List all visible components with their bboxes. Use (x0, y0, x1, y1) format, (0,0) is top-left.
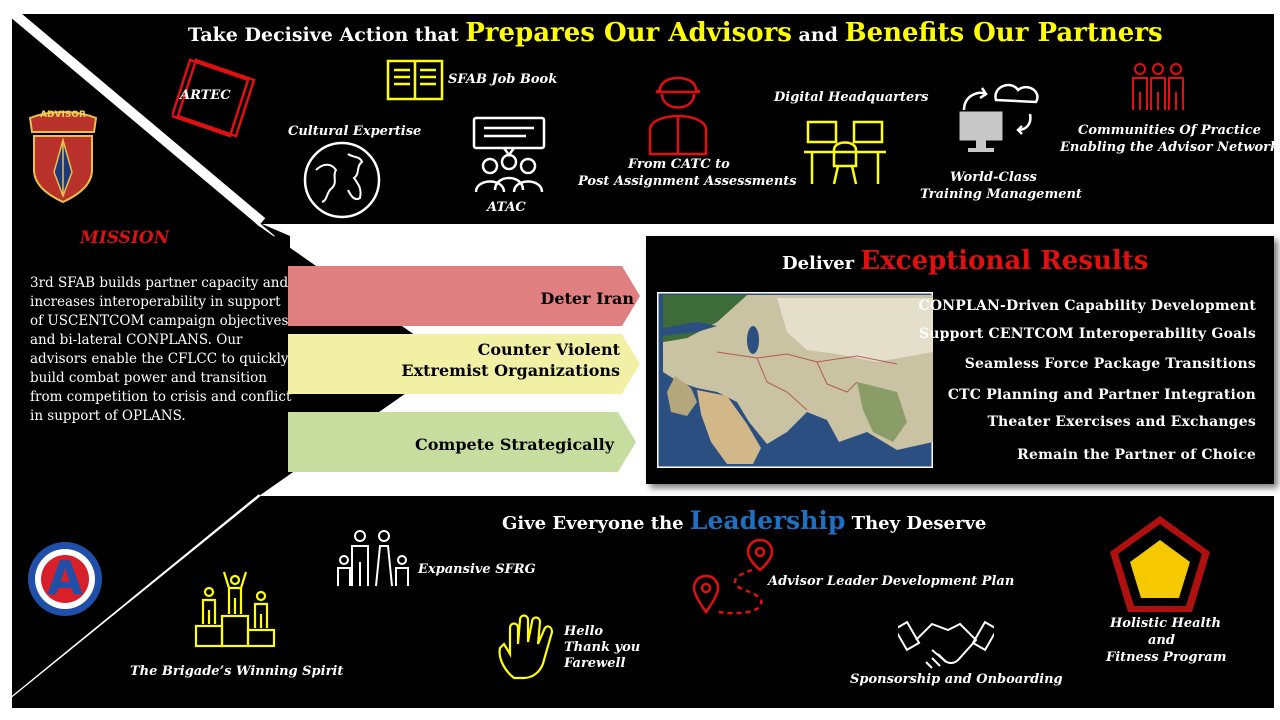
training-label-2: Training Management (920, 187, 1082, 202)
catc-label-1: From CATC to (628, 157, 730, 172)
health-label-2: and (1148, 633, 1175, 648)
advisor-patch-text: ADVISOR (40, 110, 86, 120)
bottom-heading-highlight: Leadership (689, 506, 846, 535)
mission-title: MISSION (80, 228, 170, 248)
bottom-heading: Give Everyone the Leadership They Deserv… (502, 506, 986, 535)
pentagon-shield-icon (1110, 516, 1210, 612)
cultural-label: Cultural Expertise (288, 124, 422, 139)
atac-group-icon (472, 116, 546, 193)
route-path-icon (692, 538, 774, 615)
result-item: Seamless Force Package Transitions (964, 356, 1256, 372)
community-people-icon (1132, 63, 1184, 110)
result-item: Support CENTCOM Interoperability Goals (918, 326, 1256, 342)
region-map (657, 292, 933, 468)
sfrg-label: Expansive SFRG (418, 562, 536, 577)
deter-iran-label: Deter Iran (540, 289, 634, 308)
training-cloud-icon (959, 83, 1039, 152)
soldier-icon (648, 76, 708, 156)
counter-label-2: Extremist Organizations (401, 361, 620, 380)
results-heading-highlight: Exceptional Results (860, 246, 1149, 276)
communities-label-2: Enabling the Advisor Network (1060, 140, 1279, 155)
globe-icon (303, 141, 381, 219)
top-heading: Take Decisive Action that Prepares Our A… (188, 18, 1163, 48)
artec-label: ARTEC (180, 88, 231, 103)
health-label-1: Holistic Health (1110, 616, 1221, 631)
objective-arrows (288, 266, 640, 472)
winning-spirit-label: The Brigade’s Winning Spirit (130, 664, 344, 679)
hello-label-2: Thank you (564, 640, 641, 655)
top-heading-highlight-1: Prepares Our Advisors (465, 18, 792, 48)
result-item: CTC Planning and Partner Integration (947, 387, 1256, 403)
counter-label-1: Counter Violent (477, 340, 620, 359)
handshake-icon (898, 620, 994, 669)
bottom-heading-pre: Give Everyone the (502, 513, 684, 534)
advisor-patch-icon (28, 111, 98, 204)
aldp-label: Advisor Leader Development Plan (768, 574, 1015, 589)
book-icon (386, 59, 444, 101)
mission-text: 3rd SFAB builds partner capacity and inc… (30, 275, 292, 424)
result-item: CONPLAN-Driven Capability Development (918, 298, 1256, 314)
results-heading: Deliver Exceptional Results (782, 246, 1148, 276)
top-heading-pre: Take Decisive Action that (188, 24, 459, 46)
waving-hand-icon (498, 614, 554, 680)
hello-label-1: Hello (564, 624, 604, 639)
third-army-patch-icon (28, 542, 102, 616)
compete-label: Compete Strategically (415, 435, 614, 454)
family-icon (337, 530, 409, 587)
results-heading-pre: Deliver (782, 253, 855, 274)
third-army-letter: A (47, 551, 83, 605)
health-label-3: Fitness Program (1106, 650, 1227, 665)
bottom-panel (12, 496, 1274, 708)
communities-label-1: Communities Of Practice (1078, 123, 1261, 138)
atac-label: ATAC (487, 200, 526, 215)
artec-stack-icon (172, 58, 256, 138)
catc-label-2: Post Assignment Assessments (578, 174, 797, 189)
job-book-label: SFAB Job Book (448, 72, 558, 87)
bottom-heading-post: They Deserve (851, 513, 987, 534)
digital-hq-icon (804, 120, 886, 185)
result-item: Remain the Partner of Choice (1017, 447, 1256, 463)
hello-label-3: Farewell (564, 656, 626, 671)
result-item: Theater Exercises and Exchanges (987, 414, 1256, 430)
digital-hq-label: Digital Headquarters (774, 90, 929, 105)
top-heading-mid: and (798, 24, 838, 46)
podium-icon (194, 571, 276, 648)
top-heading-highlight-2: Benefits Our Partners (844, 18, 1163, 48)
sponsorship-label: Sponsorship and Onboarding (850, 672, 1063, 687)
training-label-1: World-Class (950, 170, 1037, 185)
